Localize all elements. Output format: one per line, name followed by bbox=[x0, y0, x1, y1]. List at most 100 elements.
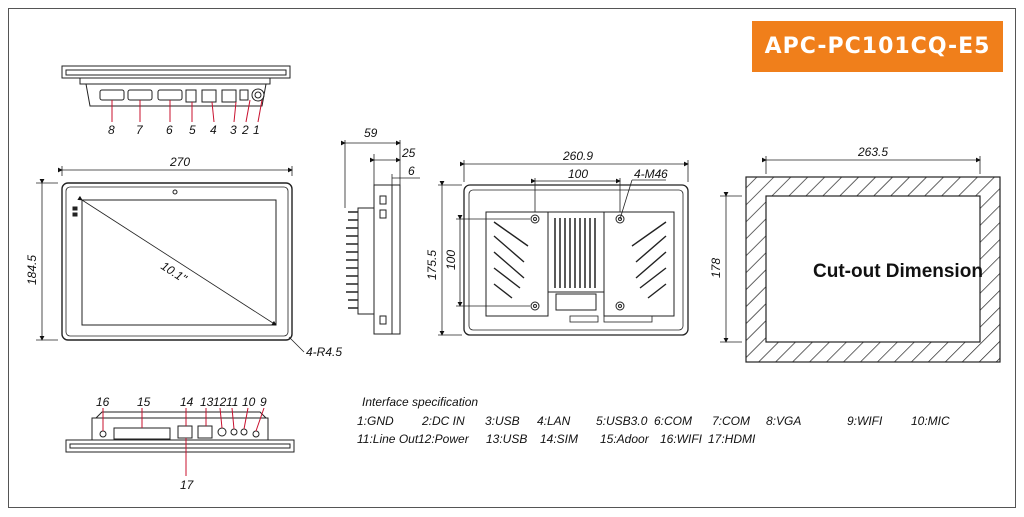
top-port-label: 4 bbox=[210, 123, 217, 137]
bottom-view bbox=[65, 411, 295, 453]
bottom-port-label: 13 bbox=[200, 395, 214, 409]
rear-height-label: 175.5 bbox=[425, 250, 439, 280]
interface-item: 14:SIM bbox=[540, 432, 578, 446]
vesa-hole bbox=[530, 214, 540, 224]
rear-dimensions bbox=[438, 160, 689, 336]
side-view bbox=[346, 184, 401, 335]
cutout-dimensions bbox=[720, 156, 981, 343]
bottom-port-label: 10 bbox=[242, 395, 256, 409]
top-port-label: 3 bbox=[230, 123, 237, 137]
top-view-labels: 8 7 6 5 4 3 2 1 bbox=[108, 123, 260, 137]
port-lineout-outline bbox=[230, 428, 238, 436]
front-width-dimension bbox=[58, 166, 293, 176]
port-power-outline bbox=[217, 427, 227, 437]
vesa-vertical-label: 100 bbox=[444, 250, 458, 270]
diagonal-label: 10.1" bbox=[158, 259, 189, 286]
port-usb-outline bbox=[197, 425, 213, 439]
interface-item: 11:Line Out bbox=[357, 432, 419, 446]
top-view-leaders bbox=[111, 99, 263, 123]
interface-item: 12:Power bbox=[418, 432, 470, 446]
rear-view bbox=[463, 184, 689, 336]
top-port-label: 5 bbox=[189, 123, 196, 137]
side-heatsink bbox=[357, 207, 375, 315]
cutout-title: Cut-out Dimension bbox=[813, 261, 983, 282]
bottom-bezel bbox=[65, 439, 295, 453]
front-bezel bbox=[61, 182, 293, 341]
top-port-label: 7 bbox=[136, 123, 144, 137]
interface-item: 13:USB bbox=[486, 432, 527, 446]
cutout-width-label: 263.5 bbox=[857, 145, 888, 159]
port-lan2-outline bbox=[221, 89, 237, 103]
front-height-label: 184.5 bbox=[25, 255, 39, 285]
bottom-port-label: 15 bbox=[137, 395, 151, 409]
cutout-view bbox=[745, 176, 1001, 363]
interface-item: 16:WIFI bbox=[660, 432, 703, 446]
port-sim-outline bbox=[177, 425, 193, 439]
port-com2-outline bbox=[157, 89, 183, 101]
port-lan-outline bbox=[201, 89, 217, 103]
bottom-port-label: 17 bbox=[180, 478, 195, 492]
vesa-hole bbox=[530, 301, 540, 311]
vesa-hole bbox=[615, 301, 625, 311]
bottom-port-label: 14 bbox=[180, 395, 194, 409]
vesa-hole bbox=[615, 214, 625, 224]
cutout-opening bbox=[765, 195, 981, 343]
front-width-label: 270 bbox=[169, 155, 190, 169]
port-com-outline bbox=[127, 89, 153, 101]
top-view-bezel bbox=[61, 65, 291, 79]
bottom-view-leaders bbox=[102, 407, 265, 476]
interface-item: 2:DC IN bbox=[421, 414, 465, 428]
bottom-port-label: 16 bbox=[96, 395, 110, 409]
rear-center-heatsink bbox=[547, 211, 605, 293]
interface-item: 15:Adoor bbox=[600, 432, 650, 446]
interface-item: 5:USB3.0 bbox=[596, 414, 648, 428]
top-view bbox=[61, 65, 291, 107]
top-port-label: 8 bbox=[108, 123, 115, 137]
rear-width-label: 260.9 bbox=[562, 149, 593, 163]
side-thickness-label: 6 bbox=[408, 164, 415, 178]
bottom-port-label: 12 bbox=[213, 395, 227, 409]
cutout-height-label: 178 bbox=[709, 258, 723, 278]
sheet-border bbox=[8, 8, 1016, 508]
interface-item: 9:WIFI bbox=[847, 414, 883, 428]
screw-holes-label: 4-M4 bbox=[634, 167, 662, 181]
front-height-dimension bbox=[36, 179, 58, 341]
port-adoor-outline bbox=[113, 427, 171, 440]
side-bezel-depth-label: 25 bbox=[401, 146, 416, 160]
front-camera bbox=[172, 189, 178, 195]
interface-specification: Interface specification 1:GND 2:DC IN 3:… bbox=[357, 395, 950, 446]
rear-frame bbox=[463, 184, 689, 336]
interface-item: 4:LAN bbox=[537, 414, 571, 428]
bottom-port-label: 11 bbox=[226, 395, 238, 409]
screw-depth-label: 6 bbox=[661, 167, 668, 181]
side-panel bbox=[373, 184, 393, 335]
front-view bbox=[61, 182, 293, 341]
bottom-view-labels: 16 15 14 13 12 11 10 9 17 bbox=[96, 395, 267, 492]
interface-item: 3:USB bbox=[485, 414, 520, 428]
port-usb3-outline bbox=[185, 89, 197, 103]
port-wifi-antenna-outline bbox=[99, 430, 107, 438]
port-mic-outline bbox=[240, 428, 248, 436]
top-port-label: 2 bbox=[241, 123, 249, 137]
interface-item: 7:COM bbox=[712, 414, 750, 428]
interface-item: 1:GND bbox=[357, 414, 394, 428]
port-dcin-outline bbox=[251, 88, 265, 102]
top-view-housing bbox=[85, 83, 267, 107]
side-dimensions bbox=[341, 140, 420, 208]
interface-heading: Interface specification bbox=[362, 395, 478, 409]
top-port-label: 6 bbox=[166, 123, 173, 137]
interface-item: 10:MIC bbox=[911, 414, 950, 428]
vesa-horizontal-label: 100 bbox=[568, 167, 588, 181]
model-title: APC-PC101CQ-E5 bbox=[752, 21, 1003, 72]
diagonal-line bbox=[77, 195, 277, 326]
radius-leader bbox=[288, 336, 305, 353]
side-bezel bbox=[391, 184, 401, 335]
interface-item: 6:COM bbox=[654, 414, 692, 428]
bottom-housing bbox=[91, 417, 269, 441]
bottom-port-label: 9 bbox=[260, 395, 267, 409]
corner-radius-label: 4-R4.5 bbox=[306, 345, 342, 359]
side-depth-label: 59 bbox=[364, 126, 378, 140]
interface-item: 17:HDMI bbox=[708, 432, 756, 446]
